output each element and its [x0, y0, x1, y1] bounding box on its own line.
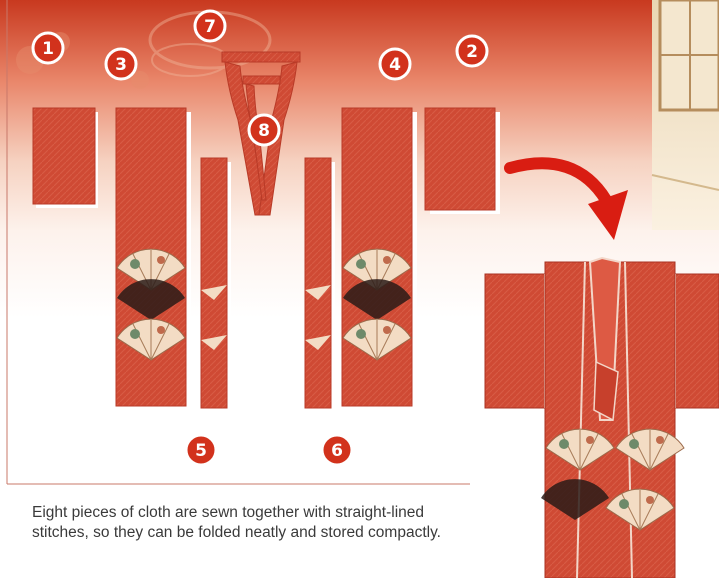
caption-text: Eight pieces of cloth are sewn together … [32, 503, 452, 542]
piece-left-body-panel [116, 108, 191, 410]
assembled-kimono [485, 258, 719, 578]
piece-right-front-strip [305, 158, 335, 412]
badge-piece-6: 6 [322, 435, 352, 465]
badge-label: 6 [331, 441, 343, 461]
badge-piece-5: 5 [186, 435, 216, 465]
badge-piece-1: 1 [33, 33, 63, 63]
badge-label: 1 [42, 39, 54, 59]
badge-label: 8 [258, 121, 270, 141]
folding-fan-pattern [117, 249, 185, 360]
folding-fan-pattern [343, 249, 411, 360]
piece-left-sleeve [33, 108, 98, 208]
piece-right-body-panel [342, 108, 417, 410]
badge-piece-4: 4 [380, 49, 410, 79]
badge-piece-3: 3 [106, 49, 136, 79]
badge-label: 7 [204, 17, 216, 37]
badge-label: 2 [466, 42, 478, 62]
piece-right-sleeve [425, 108, 500, 214]
badge-label: 4 [389, 55, 401, 75]
piece-left-front-strip [201, 158, 231, 412]
badge-piece-8: 8 [249, 115, 279, 145]
shoji-room-background [652, 0, 719, 230]
badge-piece-2: 2 [457, 36, 487, 66]
badge-label: 5 [195, 441, 207, 461]
badge-piece-7: 7 [195, 11, 225, 41]
curved-arrow-icon [510, 163, 628, 240]
badge-label: 3 [115, 55, 127, 75]
